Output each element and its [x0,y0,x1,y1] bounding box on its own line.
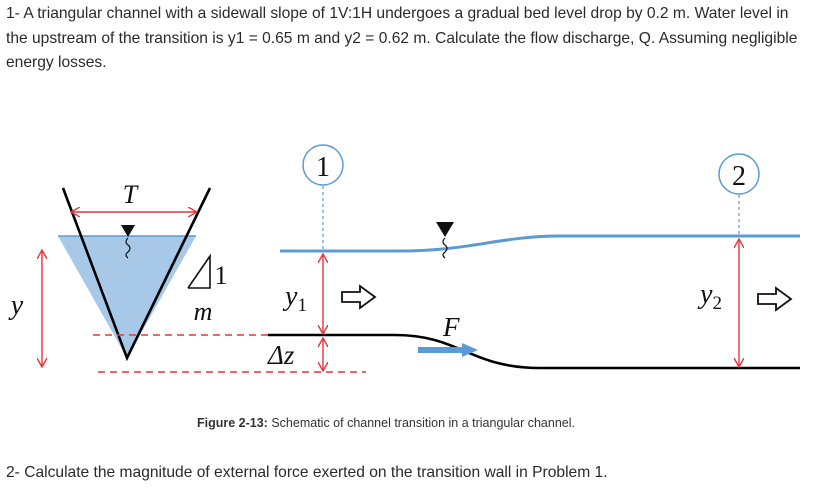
water-surface-profile [280,234,800,253]
bed-profile [268,333,800,370]
label-dz: Δz [267,340,295,370]
label-section-2: 2 [732,161,746,192]
label-y: y [8,290,24,321]
cross-section-water [58,236,196,358]
problem-2-text: 2- Calculate the magnitude of external f… [6,464,608,481]
label-T: T [123,180,139,209]
water-surface-symbol-profile [436,222,454,237]
figure-caption-label: Figure 2-13: [197,416,268,430]
figure-caption: Figure 2-13: Schematic of channel transi… [197,416,575,430]
label-y1: y1 [282,281,307,316]
section-2-marker [718,153,760,195]
label-m: m [194,297,213,326]
flow-direction-arrow-1 [341,284,377,310]
force-arrow-F [418,343,478,357]
figure-caption-text: Schematic of channel transition in a tri… [271,416,575,430]
water-surface-squiggle-cross-section [125,237,131,259]
water-surface-squiggle-profile [442,237,448,259]
water-surface-symbol-cross-section [121,225,135,237]
label-section-1: 1 [316,152,330,183]
slope-triangle [187,253,211,289]
section-1-marker [302,144,344,186]
cross-section-walls [61,187,212,362]
problem-1-text: 1- A triangular channel with a sidewall … [6,5,798,71]
label-y2: y2 [697,279,722,314]
label-slope-1: 1 [215,261,228,290]
label-F: F [442,312,460,342]
flow-direction-arrow-2 [757,286,793,312]
